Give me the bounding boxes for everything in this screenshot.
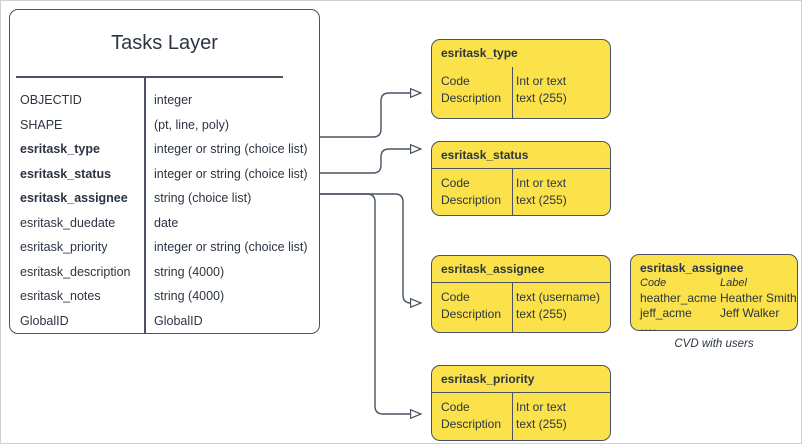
- table-row: esritask_assignee string (choice list): [10, 186, 319, 211]
- field-type: date: [154, 215, 179, 230]
- cvd-code: heather_acme: [640, 291, 717, 305]
- domain-box-esritask-priority[interactable]: esritask_priority Code Description Int o…: [431, 365, 611, 441]
- field-name: esritask_duedate: [20, 215, 116, 230]
- table-row: esritask_type integer or string (choice l…: [10, 137, 319, 162]
- domain-box-body: Code Description text (username) text (2…: [432, 289, 610, 322]
- field-name: esritask_priority: [20, 240, 108, 255]
- cvd-title: esritask_assignee: [640, 261, 744, 275]
- domain-labels-column: Code Description: [432, 399, 506, 432]
- domain-title-divider: [432, 168, 610, 170]
- table-row: esritask_priority integer or string (choi…: [10, 235, 319, 260]
- cvd-row: heather_acme Heather Smith: [640, 291, 797, 306]
- domain-box-title: esritask_priority: [441, 372, 535, 386]
- field-name: esritask_description: [20, 264, 131, 279]
- domain-value: text (255): [516, 416, 567, 431]
- field-name: OBJECTID: [20, 93, 82, 108]
- field-name: SHAPE: [20, 117, 63, 132]
- field-type: integer: [154, 93, 193, 108]
- domain-label: Description: [441, 306, 502, 321]
- domain-value: Int or text: [516, 74, 567, 88]
- table-row: OBJECTID integer: [10, 88, 319, 113]
- field-name: esritask_assignee: [20, 191, 128, 206]
- domain-box-body: Code Description Int or text text (255): [432, 73, 610, 106]
- domain-box-body: Code Description Int or text text (255): [432, 399, 610, 432]
- domain-label: Code: [441, 290, 470, 304]
- table-row: GlobalID GlobalID: [10, 309, 319, 334]
- cvd-caption: CVD with users: [674, 338, 754, 350]
- connector-to-status: [320, 149, 421, 174]
- domain-label: Description: [441, 192, 502, 207]
- domain-labels-column: Code Description: [432, 73, 506, 106]
- field-type: string (4000): [154, 289, 225, 304]
- domain-values-column: Int or text text (255): [506, 175, 610, 208]
- field-name: esritask_notes: [20, 289, 101, 304]
- table-row: esritask_notes string (4000): [10, 284, 319, 309]
- domain-box-esritask-assignee[interactable]: esritask_assignee Code Description text …: [431, 255, 611, 333]
- domain-column-divider: [512, 393, 514, 440]
- domain-values-column: Int or text text (255): [506, 399, 610, 432]
- domain-values-column: Int or text text (255): [506, 73, 610, 106]
- domain-label: Code: [441, 400, 470, 414]
- domain-label: Description: [441, 416, 502, 431]
- domain-title-divider: [432, 282, 610, 284]
- table-row: esritask_duedate date: [10, 211, 319, 236]
- domain-box-title: esritask_type: [441, 46, 518, 60]
- title-divider: [16, 76, 283, 78]
- table-row: SHAPE (pt, line, poly): [10, 113, 319, 138]
- domain-value: text (username): [516, 290, 601, 304]
- domain-box-title: esritask_assignee: [441, 262, 545, 276]
- field-name: esritask_status: [20, 166, 112, 181]
- domain-label: Code: [441, 176, 470, 190]
- domain-value: text (255): [516, 90, 567, 105]
- field-type: GlobalID: [154, 313, 203, 328]
- cvd-row: jeff_acme Jeff Walker: [640, 306, 797, 321]
- cvd-label: Heather Smith: [720, 291, 797, 305]
- column-divider: [144, 77, 146, 333]
- domain-labels-column: Code Description: [432, 289, 506, 322]
- table-row: esritask_status integer or string (choice…: [10, 162, 319, 187]
- domain-values-column: text (username) text (255): [506, 289, 610, 322]
- cvd-sample-box[interactable]: esritask_assignee Code Label heather_acm…: [630, 254, 798, 334]
- field-name: esritask_type: [20, 142, 100, 157]
- domain-label: Description: [441, 90, 502, 105]
- connector-to-type: [320, 93, 421, 138]
- field-type: integer or string (choice list): [154, 142, 308, 157]
- domain-value: Int or text: [516, 400, 567, 414]
- domain-box-esritask-type[interactable]: esritask_type Code Description Int or te…: [431, 39, 611, 119]
- connector-to-priority: [320, 193, 421, 414]
- field-type: string (choice list): [154, 191, 252, 206]
- domain-column-divider: [512, 283, 514, 332]
- domain-title-divider: [432, 392, 610, 394]
- cvd-ellipsis: ....: [640, 320, 658, 334]
- domain-box-title: esritask_status: [441, 148, 529, 162]
- field-type: integer or string (choice list): [154, 240, 308, 255]
- table-row: esritask_description string (4000): [10, 260, 319, 285]
- domain-labels-column: Code Description: [432, 175, 506, 208]
- domain-value: Int or text: [516, 176, 567, 190]
- page-title: Tasks Layer: [111, 32, 218, 54]
- cvd-header-row: Code Label: [640, 276, 797, 291]
- connector-to-assignee: [320, 193, 421, 303]
- field-type: integer or string (choice list): [154, 166, 308, 181]
- domain-box-esritask-status[interactable]: esritask_status Code Description Int or …: [431, 141, 611, 216]
- cvd-label: Jeff Walker: [720, 306, 780, 320]
- cvd-header-label: Label: [720, 277, 747, 289]
- cvd-header-code: Code: [640, 277, 667, 289]
- domain-column-divider: [512, 67, 514, 118]
- cvd-code: jeff_acme: [640, 306, 692, 320]
- domain-label: Code: [441, 74, 470, 88]
- domain-box-body: Code Description Int or text text (255): [432, 175, 610, 208]
- domain-column-divider: [512, 169, 514, 215]
- field-type: string (4000): [154, 264, 225, 279]
- field-name: GlobalID: [20, 313, 69, 328]
- domain-value: text (255): [516, 192, 567, 207]
- domain-value: text (255): [516, 306, 567, 321]
- field-type: (pt, line, poly): [154, 117, 230, 132]
